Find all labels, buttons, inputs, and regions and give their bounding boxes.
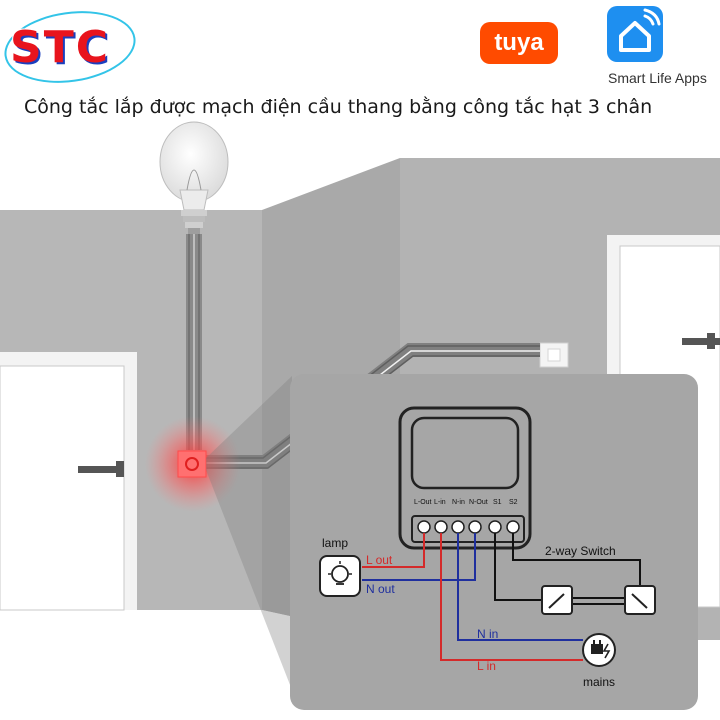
l-in-label: L in (477, 659, 496, 673)
n-out-wire (362, 533, 476, 581)
right-door-handle (682, 338, 720, 345)
terminal-label: N-in (452, 499, 465, 506)
two-way-switch-label: 2-way Switch (545, 544, 616, 558)
two-way-switch-right (624, 585, 656, 615)
left-door-handle (78, 466, 124, 473)
terminal-label: S2 (509, 499, 518, 506)
lamp-label: lamp (322, 536, 348, 550)
n-in-label: N in (477, 627, 498, 641)
terminal-label: L-in (434, 499, 446, 506)
switch-link-wire (572, 597, 625, 605)
terminal-labels: L-Out L-in N-in N-Out S1 S2 (414, 499, 518, 506)
n-out-label: N out (366, 582, 395, 596)
l-out-wire (362, 533, 425, 568)
wires (362, 533, 641, 661)
two-way-switch-left (541, 585, 573, 615)
terminal-label: N-Out (469, 499, 488, 506)
mains-label: mains (583, 675, 615, 689)
zoom-callout (206, 376, 292, 690)
mains-plug-icon (582, 633, 616, 667)
junction-box (177, 450, 207, 478)
l-out-label: L out (366, 553, 393, 567)
lamp-icon (319, 555, 361, 597)
brand-logo: STC (10, 22, 110, 73)
terminal-label: S1 (493, 499, 502, 506)
page-headline: Công tắc lắp được mạch điện cầu thang bằ… (24, 96, 653, 118)
terminal-screws (417, 520, 520, 534)
left-door (0, 365, 125, 611)
smart-life-app-icon (607, 6, 663, 62)
s1-wire (494, 533, 542, 601)
smart-life-label: Smart Life Apps (608, 70, 707, 86)
l-in-wire (440, 533, 583, 661)
s2-wire (512, 533, 641, 588)
tuya-logo: tuya (480, 22, 558, 64)
smart-module (398, 406, 532, 550)
terminal-label: L-Out (414, 499, 432, 506)
n-in-wire (457, 533, 583, 641)
light-bulb (159, 121, 229, 234)
